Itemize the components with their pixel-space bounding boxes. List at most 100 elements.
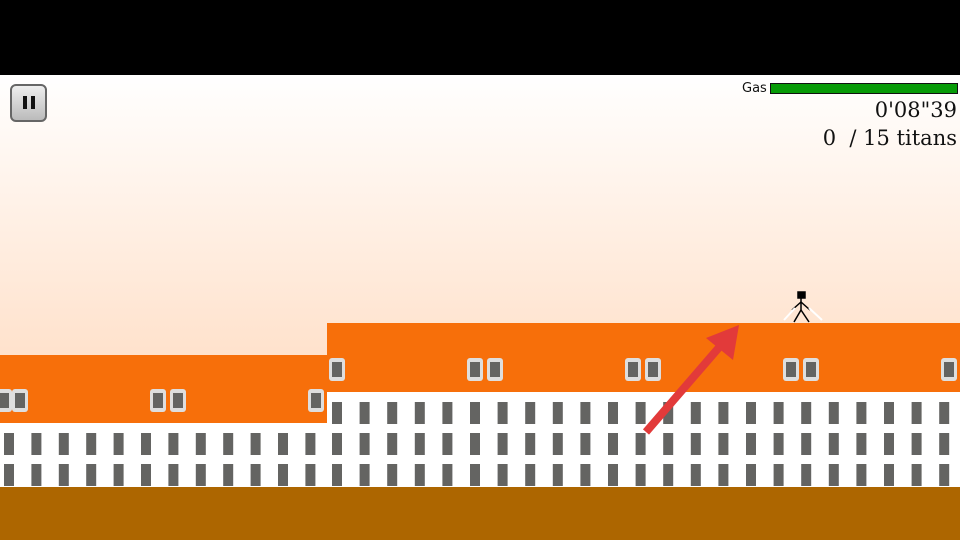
window	[86, 433, 97, 455]
window	[856, 464, 867, 486]
buildings	[0, 323, 960, 487]
window	[195, 433, 206, 455]
window	[113, 433, 124, 455]
gas-fill	[771, 84, 957, 93]
window	[387, 433, 398, 455]
window	[86, 464, 97, 486]
window	[414, 464, 425, 486]
window	[332, 402, 342, 424]
window	[4, 464, 14, 486]
window	[4, 433, 14, 455]
window	[773, 433, 784, 455]
window	[223, 433, 234, 455]
dormer-glass	[15, 393, 25, 408]
window	[525, 402, 536, 424]
window	[718, 464, 729, 486]
window	[773, 464, 784, 486]
window	[580, 464, 591, 486]
window	[141, 464, 151, 486]
window	[828, 433, 839, 455]
window	[939, 402, 950, 424]
window	[168, 464, 179, 486]
window	[856, 433, 867, 455]
window	[801, 433, 812, 455]
dormer-glass	[648, 362, 658, 377]
window	[608, 402, 618, 424]
window	[359, 433, 370, 455]
titan-kill-counter: 0 / 15 titans	[822, 126, 957, 150]
window	[552, 402, 563, 424]
timer: 0'08"39	[874, 98, 957, 122]
window	[690, 402, 701, 424]
window	[663, 464, 674, 486]
roof-left	[0, 355, 330, 423]
ground	[0, 487, 960, 540]
window	[663, 402, 674, 424]
window	[470, 402, 480, 424]
window	[911, 464, 922, 486]
window	[635, 433, 646, 455]
dormer-glass	[806, 362, 816, 377]
window	[497, 464, 508, 486]
window	[223, 464, 234, 486]
window	[278, 464, 288, 486]
window	[113, 464, 124, 486]
window	[939, 433, 950, 455]
window	[884, 433, 894, 455]
window	[470, 433, 480, 455]
gas-bar	[770, 83, 958, 94]
window	[442, 433, 453, 455]
window	[31, 433, 42, 455]
window	[690, 433, 701, 455]
window	[746, 402, 756, 424]
gas-label: Gas	[742, 81, 767, 96]
window	[884, 402, 894, 424]
window	[690, 464, 701, 486]
window	[497, 402, 508, 424]
dormer-glass	[311, 393, 321, 408]
window	[359, 402, 370, 424]
window	[580, 433, 591, 455]
dormer-glass	[470, 362, 480, 377]
window	[332, 433, 342, 455]
window	[497, 433, 508, 455]
window	[250, 433, 261, 455]
dormer-glass	[153, 393, 163, 408]
window	[525, 433, 536, 455]
window	[525, 464, 536, 486]
dormer-glass	[173, 393, 183, 408]
window	[911, 402, 922, 424]
window	[552, 433, 563, 455]
window	[608, 433, 618, 455]
window	[884, 464, 894, 486]
player-stickman	[783, 291, 823, 323]
window	[718, 402, 729, 424]
window	[141, 433, 151, 455]
window	[278, 433, 288, 455]
window	[387, 402, 398, 424]
pause-button[interactable]	[10, 84, 47, 122]
window	[746, 464, 756, 486]
window	[359, 464, 370, 486]
window	[442, 464, 453, 486]
window	[746, 433, 756, 455]
window	[635, 402, 646, 424]
window	[414, 402, 425, 424]
window	[828, 464, 839, 486]
window	[387, 464, 398, 486]
dormer-glass	[786, 362, 796, 377]
window	[580, 402, 591, 424]
window	[305, 464, 316, 486]
window	[414, 433, 425, 455]
window	[939, 464, 950, 486]
window	[470, 464, 480, 486]
window	[663, 433, 674, 455]
window	[801, 464, 812, 486]
window	[58, 464, 69, 486]
window	[305, 433, 316, 455]
window	[773, 402, 784, 424]
window	[718, 433, 729, 455]
window	[442, 402, 453, 424]
letterbox-top	[0, 0, 960, 75]
